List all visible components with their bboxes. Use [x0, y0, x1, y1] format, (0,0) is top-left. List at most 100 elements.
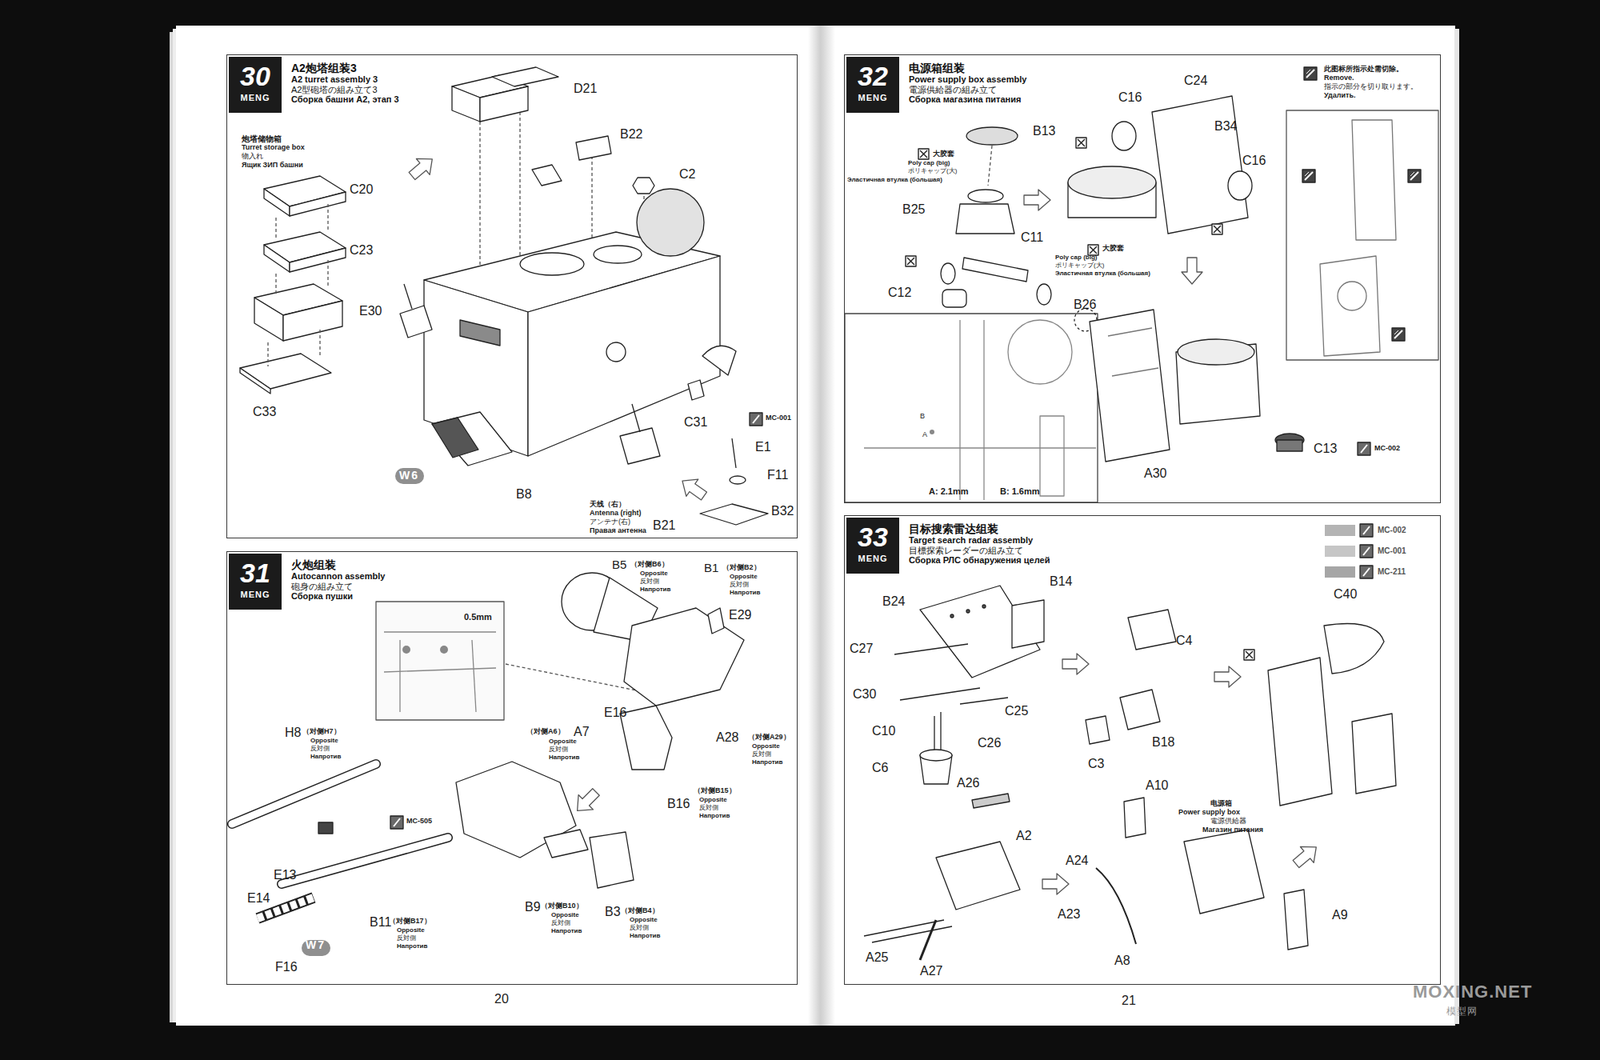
part-number: H8 — [284, 725, 301, 740]
part-number: A7 — [573, 724, 590, 740]
part-number: C2 — [679, 167, 696, 182]
part-number: A28 — [716, 730, 739, 745]
note-text: Opposite — [629, 916, 658, 924]
part-number: C13 — [1313, 441, 1337, 456]
part-number: B13 — [1032, 124, 1056, 139]
part-number: E14 — [247, 891, 270, 906]
note-text: 反対側 — [752, 751, 772, 759]
part-number: C6 — [872, 760, 888, 776]
part-number: C40 — [1333, 587, 1357, 602]
part-number: C33 — [252, 404, 276, 420]
note-text: 反対側 — [699, 804, 719, 812]
note-text: 大胶套 — [1102, 244, 1124, 253]
wash-step-badge: W7 — [305, 939, 326, 952]
note-text: Opposite — [640, 570, 668, 578]
note-text: Правая антенна — [589, 527, 647, 536]
note-text: 反対側 — [310, 745, 330, 753]
part-number: B24 — [882, 594, 905, 609]
note-text: B — [920, 412, 925, 421]
part-number: B9 — [524, 900, 541, 915]
note-text: MC-002 — [1374, 444, 1400, 453]
note-text: アンテナ(右) — [589, 518, 631, 527]
note-text: Магазин питания — [1202, 826, 1264, 835]
part-number: B26 — [1073, 297, 1096, 312]
part-number: C16 — [1242, 153, 1266, 168]
part-number: B14 — [1049, 574, 1072, 589]
step-subtitle: Сборка пушки — [291, 591, 385, 602]
note-text: 反対側 — [629, 924, 649, 932]
part-number: A27 — [920, 964, 943, 979]
note-text: ポリキャップ(大) — [1055, 262, 1104, 270]
part-number: A24 — [1065, 853, 1088, 868]
note-text: 反対側 — [551, 920, 571, 928]
part-number: B1 — [704, 561, 719, 576]
part-number: B16 — [667, 796, 690, 812]
paint-swatch — [1324, 524, 1356, 536]
note-text: Opposite — [310, 737, 339, 745]
part-number: C10 — [872, 724, 896, 739]
note-text: Удалить. — [1324, 92, 1356, 100]
step-subtitle: Target search radar assembly — [908, 535, 1050, 546]
note-text: A — [922, 431, 928, 440]
part-number: C24 — [1184, 73, 1208, 88]
part-number: A8 — [1114, 953, 1131, 968]
note-text: 反対側 — [396, 935, 416, 943]
paint-code: MC-002 — [1377, 525, 1407, 535]
note-text: Напротив — [551, 928, 582, 936]
note-text: A: 2.1mm — [928, 486, 969, 496]
part-number: D21 — [573, 81, 597, 96]
note-text: 指示の部分を切り取ります。 — [1324, 83, 1418, 92]
step-subtitle: 電源供給器の組み立て — [908, 84, 1027, 96]
wash-step-badge: W6 — [399, 469, 420, 482]
step-badge: 32MENG — [846, 56, 900, 113]
part-number: C4 — [1176, 633, 1192, 648]
part-number: A2 — [1016, 828, 1032, 844]
watermark: MOXING.NET — [1412, 982, 1532, 1002]
step-panel: 电源箱组装Power supply box assembly電源供給器の組み立て… — [844, 54, 1441, 504]
part-number: E13 — [273, 868, 296, 883]
note-text: Poly cap (big) — [908, 160, 950, 168]
note-text: 炮塔储物箱 — [241, 134, 282, 144]
step-badge: 33MENG — [846, 517, 900, 574]
part-number: C11 — [1020, 230, 1044, 245]
note-text: Эластичная втулка (большая) — [847, 176, 943, 184]
step-subtitle: Autocannon assembly — [291, 571, 385, 582]
page-number: 20 — [494, 992, 509, 1007]
part-number: B21 — [652, 518, 676, 533]
step-subtitle: Power supply box assembly — [908, 74, 1027, 85]
note-text: Opposite — [752, 743, 780, 751]
step-number: 30 — [228, 60, 282, 93]
step-subtitle: A2型砲塔の組み立て3 — [291, 84, 400, 96]
note-text: MC-001 — [765, 414, 792, 423]
note-text: Напротив — [699, 812, 730, 820]
note-text: Power supply box — [1178, 808, 1240, 817]
paint-code: MC-001 — [1377, 546, 1407, 556]
part-number: C31 — [684, 415, 708, 430]
note-text: Напротив — [396, 943, 428, 951]
note-text: Turret storage box — [241, 144, 305, 152]
note-text: 物入れ — [241, 152, 264, 161]
note-text: （对侧B4） — [620, 907, 660, 916]
note-text: Напротив — [310, 753, 341, 761]
step-title: 火炮组装 — [291, 558, 385, 572]
step-number: 33 — [846, 520, 900, 554]
step-number: 32 — [846, 60, 900, 93]
note-text: Remove. — [1324, 74, 1355, 83]
note-text: 反対側 — [548, 746, 568, 754]
part-number: B8 — [516, 487, 532, 502]
part-number: C16 — [1118, 90, 1142, 105]
note-text: （对侧B10） — [540, 902, 584, 911]
paint-swatch — [1324, 545, 1356, 557]
brand-mark: MENG — [228, 589, 282, 600]
paint-swatch — [1324, 566, 1356, 578]
part-number: F16 — [275, 960, 298, 975]
watermark: 模型网 — [1446, 1006, 1478, 1017]
note-text: Напротив — [640, 586, 671, 594]
step-number: 31 — [228, 556, 282, 590]
step-panel: 火炮组装Autocannon assembly砲身の組み立てСборка пуш… — [226, 551, 798, 985]
part-number: B18 — [1152, 735, 1175, 750]
part-number: B11 — [369, 915, 392, 930]
note-text: Ящик ЗИП башни — [241, 161, 304, 170]
part-number: C30 — [852, 687, 876, 702]
